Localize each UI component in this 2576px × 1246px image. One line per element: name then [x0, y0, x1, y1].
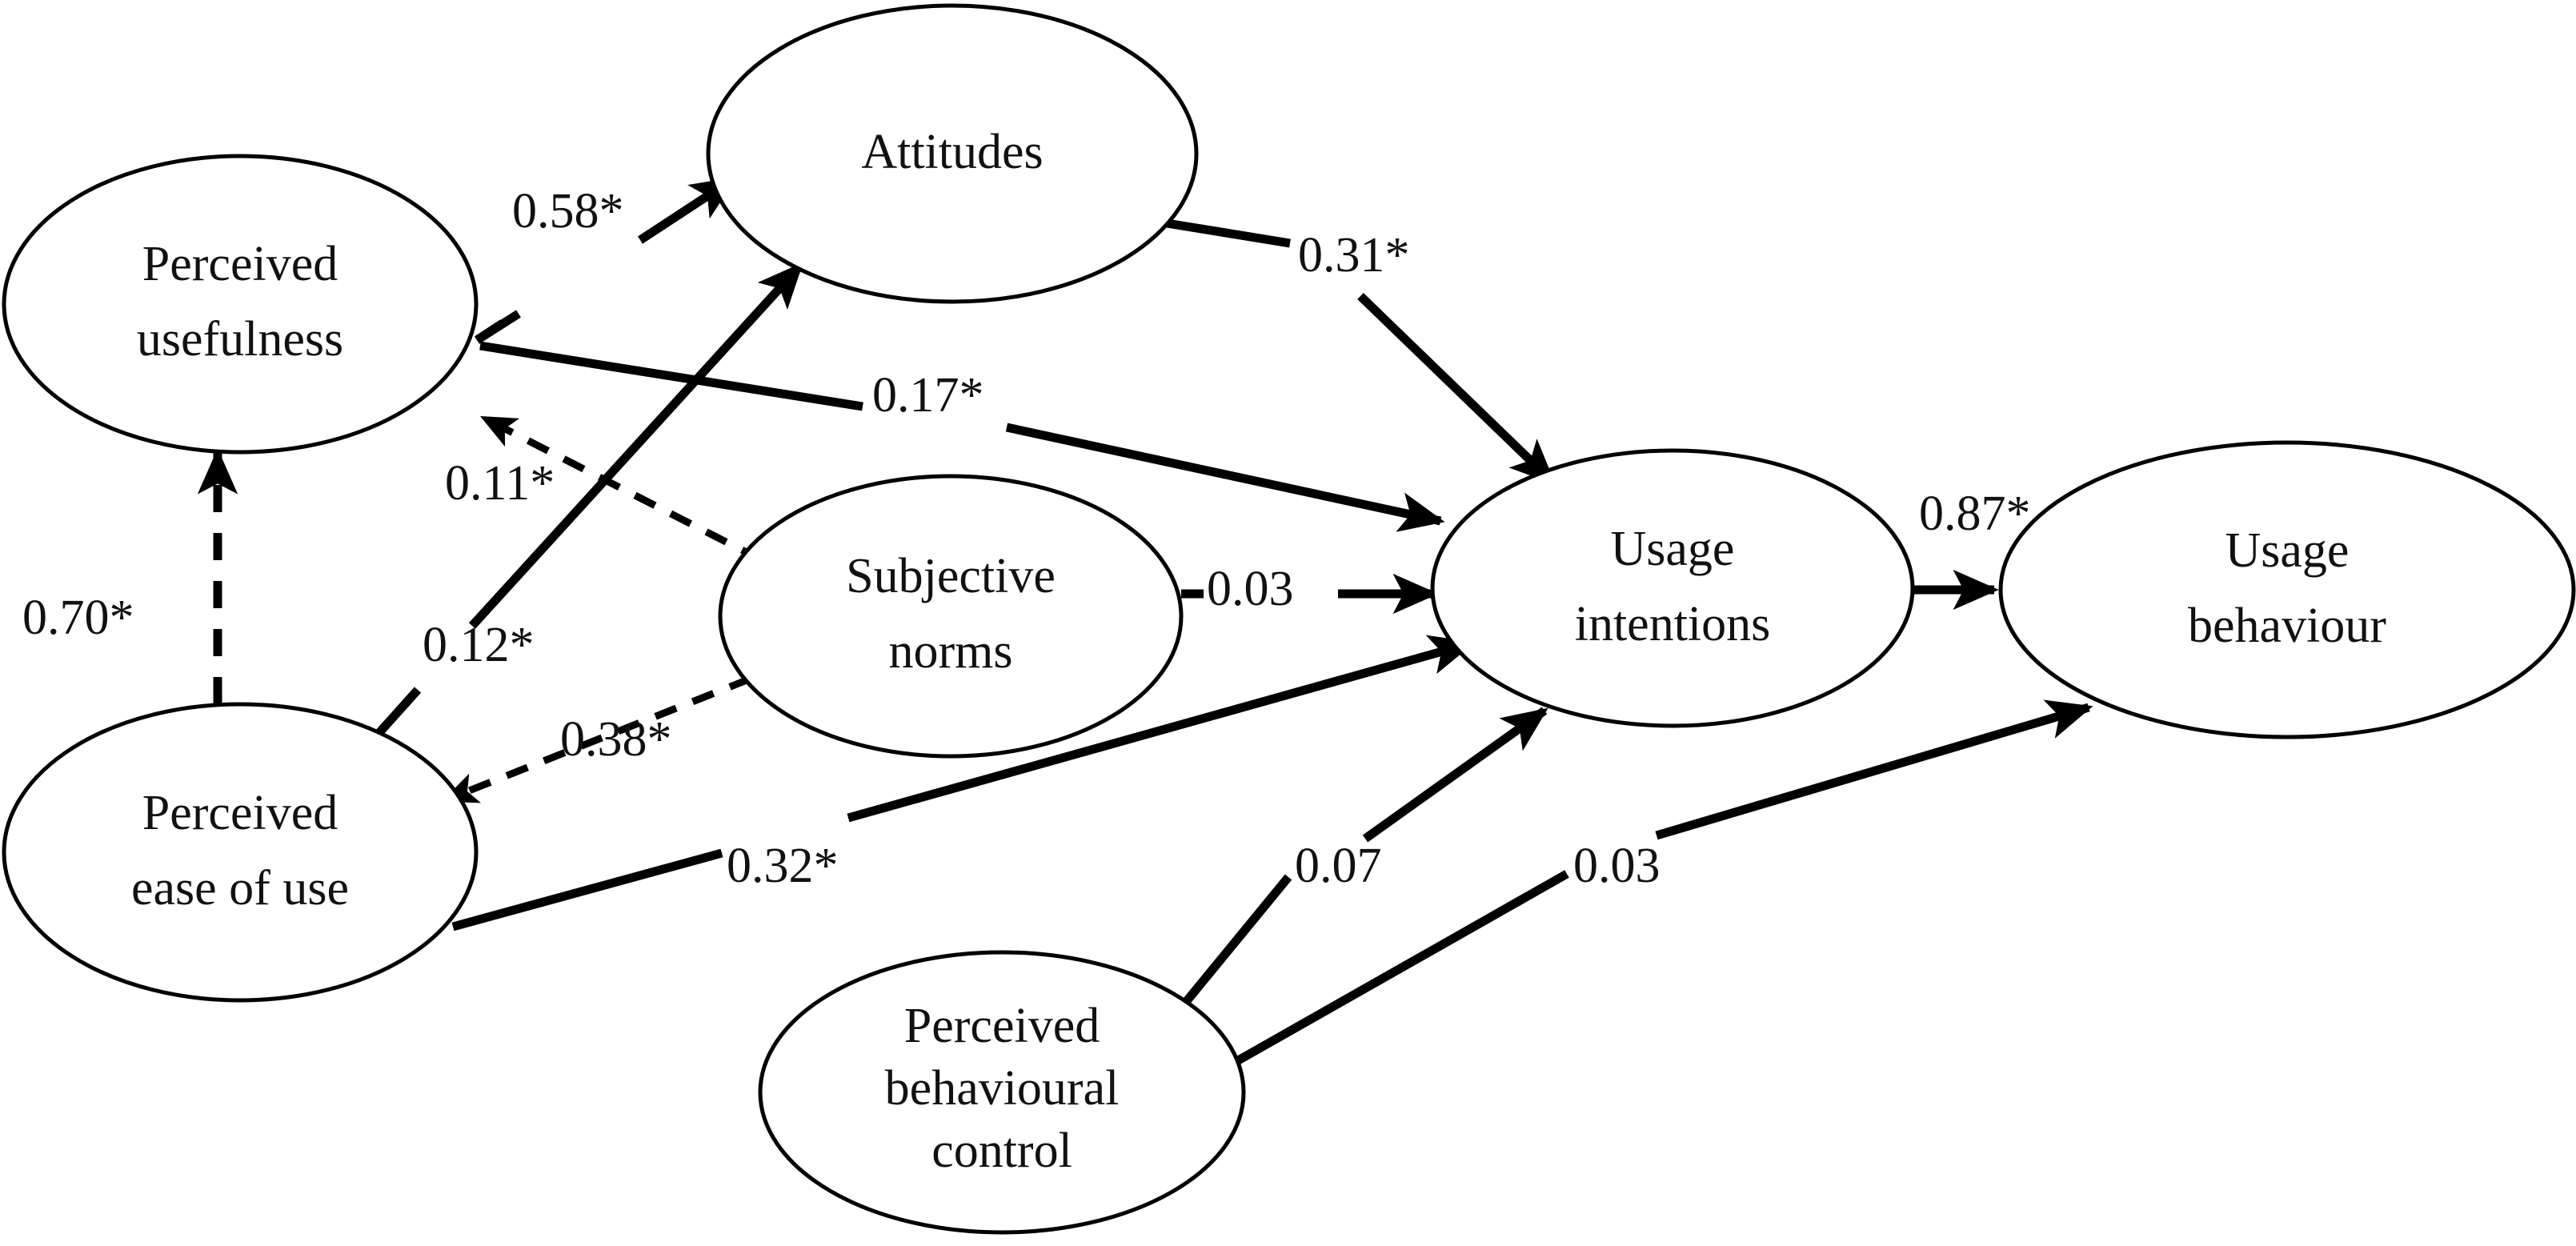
edge-coefficient-peou-pu: 0.70*	[22, 591, 134, 645]
edge-subjective-norms-pu	[479, 414, 764, 564]
edge-coefficient-pu-attitudes: 0.58*	[512, 184, 624, 238]
node-label-line: Perceived	[142, 237, 338, 291]
node-label-line: ease of use	[131, 861, 349, 915]
edge-peou-usage-intentions	[451, 635, 1476, 931]
node-label-line: behavioural	[885, 1061, 1120, 1116]
node-label-line: Perceived	[904, 999, 1100, 1053]
edge-coefficient-peou-ui: 0.32*	[727, 839, 839, 893]
node-usage-behaviour[interactable]: Usage behaviour	[1998, 440, 2576, 739]
edge-coefficient-attitudes-ui: 0.31*	[1298, 228, 1410, 282]
edge-attitudes-usage-intentions	[1161, 218, 1556, 485]
node-attitudes[interactable]: Attitudes	[706, 3, 1199, 304]
node-ellipse[interactable]	[1998, 440, 2576, 739]
node-label-line: Subjective	[846, 549, 1056, 603]
node-ellipse[interactable]	[2, 702, 479, 1003]
edge-coefficient-ui-ub: 0.87*	[1919, 487, 2031, 541]
node-perceived-behavioural-control[interactable]: Perceived behavioural control	[758, 950, 1246, 1235]
edge-coefficient-sn-peou: 0.38*	[560, 712, 672, 767]
node-label-line: usefulness	[137, 312, 343, 367]
node-usage-intentions[interactable]: Usage intentions	[1430, 448, 1915, 728]
edge-coefficient-pbc-ui: 0.07	[1295, 839, 1382, 893]
node-label-line: Usage	[1611, 522, 1735, 576]
node-label-line: behaviour	[2188, 599, 2386, 653]
edge-coefficient-peou-attitudes: 0.12*	[423, 618, 535, 672]
node-ellipse[interactable]	[1430, 448, 1915, 728]
edge-pbc-usage-intentions	[1182, 707, 1548, 1005]
edge-coefficient-sn-ui: 0.03	[1207, 562, 1294, 616]
edge-coefficient-sn-pu: 0.11*	[445, 456, 555, 511]
node-ellipse[interactable]	[718, 474, 1184, 759]
node-label-line: Attitudes	[861, 125, 1043, 179]
node-perceived-ease-of-use[interactable]: Perceived ease of use	[2, 702, 479, 1003]
node-label-line: Usage	[2225, 523, 2350, 578]
node-label-line: intentions	[1575, 597, 1771, 651]
node-ellipse[interactable]	[706, 3, 1199, 304]
node-perceived-usefulness[interactable]: Perceived usefulness	[2, 154, 479, 455]
edge-subjective-norms-peou	[441, 675, 752, 804]
edge-coefficient-pu-ui: 0.17*	[872, 368, 984, 423]
node-label-line: Perceived	[142, 786, 338, 840]
node-ellipse[interactable]	[758, 950, 1246, 1235]
node-subjective-norms[interactable]: Subjective norms	[718, 474, 1184, 759]
node-ellipse[interactable]	[2, 154, 479, 455]
edge-coefficient-pbc-ub: 0.03	[1573, 839, 1661, 893]
node-label-line: control	[931, 1124, 1072, 1178]
node-label-line: norms	[889, 624, 1013, 679]
edge-pbc-usage-behaviour	[1220, 699, 2093, 1073]
edge-pu-usage-intentions	[479, 341, 1445, 532]
